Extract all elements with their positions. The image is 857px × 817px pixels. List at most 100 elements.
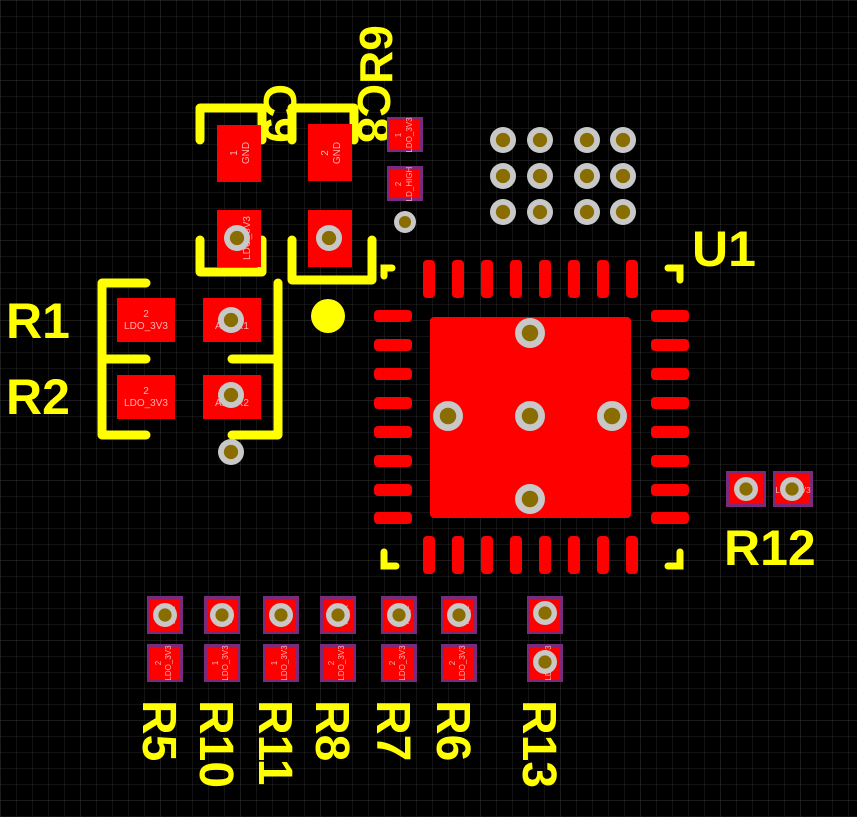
u1-pin-right-8[interactable] [651, 512, 689, 524]
c8-pad-2[interactable] [308, 124, 352, 181]
u1-pin-top-1[interactable] [423, 260, 435, 298]
via-r13-2[interactable] [533, 650, 557, 674]
u1-pin-left-1[interactable] [374, 310, 412, 322]
c9-silk-top [195, 103, 267, 145]
u1-pin-left-4[interactable] [374, 397, 412, 409]
header-pin-2-3[interactable] [574, 163, 600, 189]
via-bottom-row-1[interactable] [153, 603, 177, 627]
via-u1-right[interactable] [597, 401, 627, 431]
via-u1-left[interactable] [433, 401, 463, 431]
r9-pad2-number: 2 [394, 181, 403, 186]
component-r1-r2[interactable]: 2 LDO_3V3 ADDR1 2 LDO_3V3 ADDR2 R1 R2 [6, 278, 283, 440]
r7-pad-2[interactable] [384, 647, 414, 679]
r5-pad2-net: LDO_3V3 [164, 645, 173, 681]
via-r12-1[interactable] [734, 477, 758, 501]
r11-pad-2[interactable] [266, 647, 296, 679]
u1-pin-left-8[interactable] [374, 512, 412, 524]
u1-pin-bottom-5[interactable] [539, 536, 551, 574]
r9-pad-2[interactable] [390, 169, 420, 198]
r8-pad-2[interactable] [323, 647, 353, 679]
u1-pin-left-2[interactable] [374, 339, 412, 351]
u1-pin-right-4[interactable] [651, 397, 689, 409]
u1-pin-left-6[interactable] [374, 455, 412, 467]
via-c8[interactable] [316, 225, 342, 251]
r2-pad-2[interactable] [117, 375, 175, 419]
u1-pin-right-6[interactable] [651, 455, 689, 467]
u1-pin-bottom-1[interactable] [423, 536, 435, 574]
drill-layer [153, 127, 804, 674]
u1-pin-top-7[interactable] [597, 260, 609, 298]
r10-designator: R10 [189, 700, 242, 788]
header-pin-1-3[interactable] [574, 127, 600, 153]
r9-pad-1[interactable] [390, 120, 420, 149]
r6-pad-2[interactable] [444, 647, 474, 679]
via-r1[interactable] [218, 307, 244, 333]
u1-pin-top-8[interactable] [626, 260, 638, 298]
r1-pad2-net: LDO_3V3 [124, 321, 168, 332]
via-u1-bottom[interactable] [515, 484, 545, 514]
u1-pin-right-3[interactable] [651, 368, 689, 380]
header-pin-1-4[interactable] [610, 127, 636, 153]
via-bottom-row-4[interactable] [326, 603, 350, 627]
u1-pin-top-5[interactable] [539, 260, 551, 298]
via-bottom-row-2[interactable] [210, 603, 234, 627]
header-pin-3-3[interactable] [574, 199, 600, 225]
u1-pin-bottom-4[interactable] [510, 536, 522, 574]
r1-pad2-number: 2 [143, 309, 149, 320]
header-pin-3-4[interactable] [610, 199, 636, 225]
u1-pin-bottom-6[interactable] [568, 536, 580, 574]
u1-pin-right-2[interactable] [651, 339, 689, 351]
header-pin-2-2[interactable] [527, 163, 553, 189]
header-pin-1-1[interactable] [490, 127, 516, 153]
u1-pin-right-1[interactable] [651, 310, 689, 322]
u1-pin-bottom-8[interactable] [626, 536, 638, 574]
c8-pad2-net: GND [332, 142, 343, 164]
u1-pin-right-5[interactable] [651, 426, 689, 438]
u1-pin-top-6[interactable] [568, 260, 580, 298]
component-r9[interactable]: 1 LDO_3V3 2 LD_HIGH R9 [350, 25, 423, 201]
via-r1-r2-lower[interactable] [218, 439, 244, 465]
r8-designator: R8 [305, 700, 358, 761]
u1-silk-corner-tr [664, 264, 684, 284]
r5-pad-2[interactable] [150, 647, 180, 679]
u1-pin-right-7[interactable] [651, 484, 689, 496]
u1-pin-left-7[interactable] [374, 484, 412, 496]
r1-pad-2[interactable] [117, 298, 175, 342]
u1-pin-left-3[interactable] [374, 368, 412, 380]
r5-pad2-number: 2 [154, 660, 163, 665]
via-bottom-row-5[interactable] [387, 603, 411, 627]
r7-designator: R7 [366, 700, 419, 761]
header-pin-1-2[interactable] [527, 127, 553, 153]
via-r12-2[interactable] [780, 477, 804, 501]
u1-pin-top-4[interactable] [510, 260, 522, 298]
u1-pin-bottom-3[interactable] [481, 536, 493, 574]
u1-pin-bottom-2[interactable] [452, 536, 464, 574]
c9-pad-1[interactable] [217, 125, 261, 182]
via-u1-top[interactable] [515, 318, 545, 348]
u1-pin-left-5[interactable] [374, 426, 412, 438]
via-c9[interactable] [224, 225, 250, 251]
via-r13-1[interactable] [533, 601, 557, 625]
u1-pin-top-3[interactable] [481, 260, 493, 298]
header-pin-3-1[interactable] [490, 199, 516, 225]
c8-silk-bottom [287, 235, 377, 285]
c9-designator: C9 [254, 84, 306, 143]
via-r2[interactable] [218, 382, 244, 408]
via-bottom-row-6[interactable] [447, 603, 471, 627]
u1-pin-bottom-7[interactable] [597, 536, 609, 574]
header-pin-2-1[interactable] [490, 163, 516, 189]
r10-pad2-net: LDO_3V3 [221, 645, 230, 681]
via-bottom-row-3[interactable] [269, 603, 293, 627]
r8-pad2-net: LDO_3V3 [337, 645, 346, 681]
header-pin-2-4[interactable] [610, 163, 636, 189]
via-u1-center[interactable] [515, 401, 545, 431]
r6-pad2-net: LDO_3V3 [458, 645, 467, 681]
u1-pin-top-2[interactable] [452, 260, 464, 298]
r10-pad-2[interactable] [207, 647, 237, 679]
via-r9[interactable] [394, 211, 416, 233]
r8-pad2-number: 2 [327, 660, 336, 665]
header-pin-3-2[interactable] [527, 199, 553, 225]
